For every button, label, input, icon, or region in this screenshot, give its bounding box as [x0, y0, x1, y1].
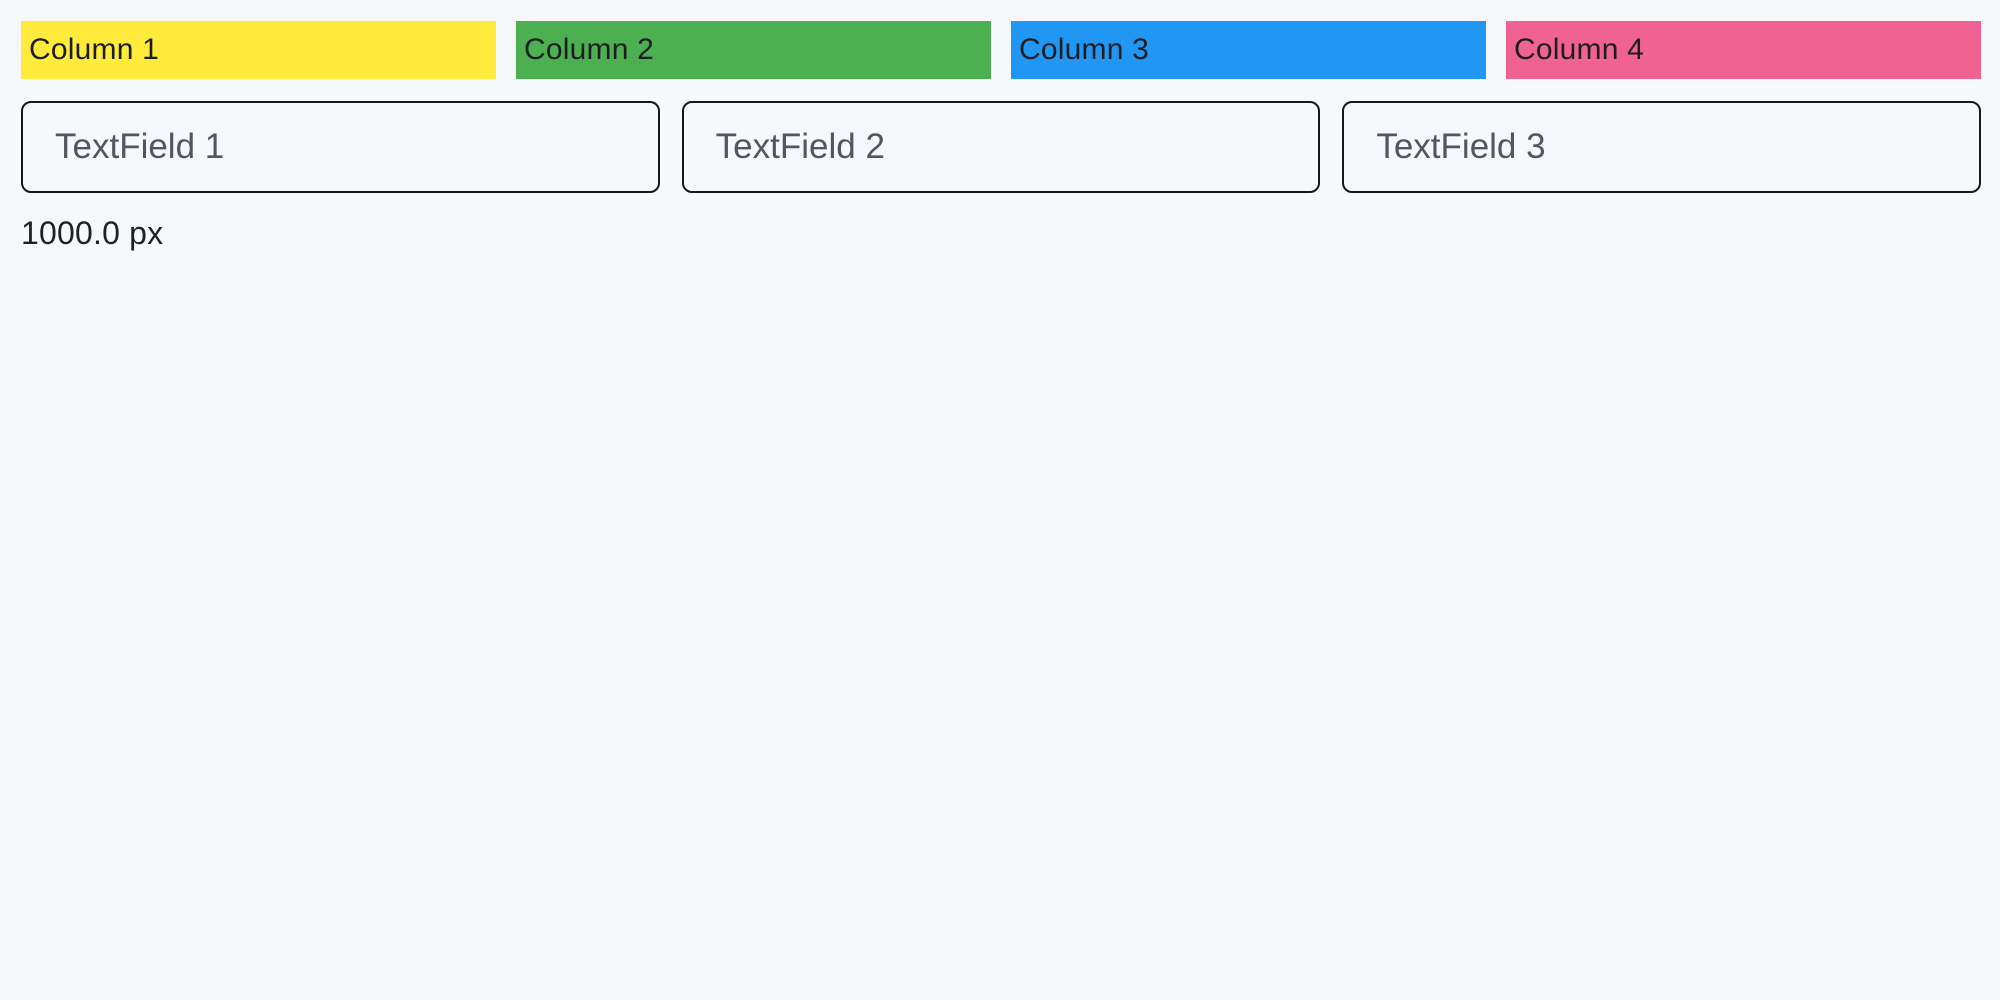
- textfield-1[interactable]: [21, 101, 660, 193]
- column-block-4: Column 4: [1506, 21, 1981, 79]
- column-block-2: Column 2: [516, 21, 991, 79]
- column-block-3: Column 3: [1011, 21, 1486, 79]
- column-label-4: Column 4: [1514, 33, 1644, 66]
- column-label-3: Column 3: [1019, 33, 1149, 66]
- textfield-3[interactable]: [1342, 101, 1982, 193]
- textfields-row: [21, 101, 1982, 193]
- textfield-2[interactable]: [681, 101, 1321, 193]
- column-label-1: Column 1: [29, 33, 159, 66]
- columns-row: Column 1 Column 2 Column 3 Column 4: [21, 21, 1981, 79]
- width-readout-label: 1000.0 px: [21, 215, 164, 251]
- column-block-1: Column 1: [21, 21, 496, 79]
- column-label-2: Column 2: [524, 33, 654, 66]
